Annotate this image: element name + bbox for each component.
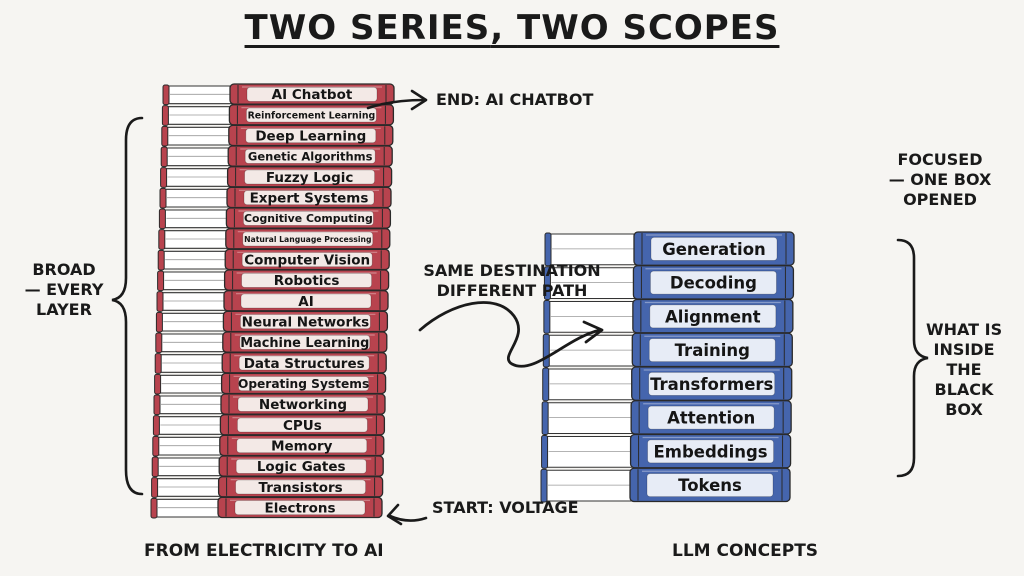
left-stack-book: CPUs bbox=[153, 415, 384, 436]
left-stack-book: Data Structures bbox=[155, 353, 386, 374]
left-stack-book-label: AI bbox=[298, 294, 313, 310]
left-stack-book: AI Chatbot bbox=[163, 84, 394, 105]
left-stack-book: Memory bbox=[153, 435, 384, 456]
left-caption: FROM ELECTRICITY TO AI bbox=[144, 541, 384, 561]
black-box-note-line-1: WHAT IS bbox=[926, 320, 1002, 340]
left-stack-book: AI bbox=[157, 291, 388, 312]
left-stack-book-label: Memory bbox=[271, 439, 333, 455]
black-box-note: WHAT IS INSIDE THE BLACK BOX bbox=[926, 320, 1002, 420]
left-stack-book-label: Neural Networks bbox=[242, 315, 370, 331]
black-box-note-line-3: THE bbox=[926, 360, 1002, 380]
right-stack-book-label: Decoding bbox=[670, 274, 757, 293]
left-stack-book: Transistors bbox=[152, 477, 383, 498]
left-stack-book: Logic Gates bbox=[152, 456, 383, 477]
right-stack-book-label: Training bbox=[675, 341, 750, 360]
right-stack-book-label: Attention bbox=[667, 409, 755, 428]
left-stack-book-label: Networking bbox=[259, 397, 347, 413]
right-stack-book-label: Embeddings bbox=[654, 442, 768, 461]
left-stack-book: Electrons bbox=[151, 497, 382, 518]
left-stack-book-label: Data Structures bbox=[244, 356, 365, 372]
start-arrow bbox=[388, 505, 426, 524]
left-stack-book-label: Natural Language Processing bbox=[244, 235, 371, 244]
left-stack-book: Computer Vision bbox=[158, 249, 389, 270]
left-stack-book: Machine Learning bbox=[156, 332, 387, 353]
left-stack-book-label: Cognitive Computing bbox=[244, 212, 373, 225]
left-stack-book-label: Electrons bbox=[264, 501, 335, 517]
left-stack-book-label: Machine Learning bbox=[240, 336, 369, 351]
right-stack-book: Tokens bbox=[541, 468, 790, 502]
broad-note-line-1: BROAD bbox=[22, 260, 106, 280]
left-stack-book: Networking bbox=[154, 394, 385, 415]
start-note: START: VOLTAGE bbox=[432, 498, 579, 518]
left-stack-book: Fuzzy Logic bbox=[161, 167, 392, 188]
black-box-note-line-5: BOX bbox=[926, 400, 1002, 420]
middle-note-line-2: DIFFERENT PATH bbox=[420, 281, 604, 301]
left-stack-book-label: Operating Systems bbox=[238, 377, 369, 391]
right-stack-book: Attention bbox=[542, 401, 791, 435]
right-stack-book-label: Transformers bbox=[650, 375, 773, 394]
left-stack-book-label: Genetic Algorithms bbox=[248, 149, 373, 163]
right-caption: LLM CONCEPTS bbox=[672, 541, 818, 561]
left-stack-book-label: Reinforcement Learning bbox=[248, 110, 376, 121]
middle-note-line-1: SAME DESTINATION bbox=[420, 261, 604, 281]
left-stack-book: Robotics bbox=[158, 270, 389, 291]
left-stack-book-label: Robotics bbox=[274, 273, 340, 289]
left-brace bbox=[112, 118, 142, 494]
left-stack-book-label: Logic Gates bbox=[257, 459, 346, 475]
right-stack-book: Embeddings bbox=[542, 435, 791, 469]
focused-note-line-2: — ONE BOX bbox=[884, 170, 996, 190]
right-stack-book-label: Alignment bbox=[665, 307, 761, 326]
left-stack-book: Expert Systems bbox=[160, 187, 391, 208]
left-stack-book: Neural Networks bbox=[156, 311, 387, 332]
left-stack-book: Genetic Algorithms bbox=[161, 146, 392, 167]
right-stack-book: Alignment bbox=[544, 300, 793, 334]
right-stack-book-label: Generation bbox=[662, 240, 766, 259]
left-stack-book-label: Transistors bbox=[258, 480, 342, 496]
left-stack-book: Natural Language Processing bbox=[159, 229, 390, 250]
right-stack-book-label: Tokens bbox=[678, 476, 742, 495]
left-stack-book: Operating Systems bbox=[155, 373, 386, 394]
left-stack-book: Cognitive Computing bbox=[159, 208, 390, 229]
left-stack-book: Reinforcement Learning bbox=[162, 105, 393, 126]
broad-note: BROAD — EVERY LAYER bbox=[22, 260, 106, 320]
end-note: END: AI CHATBOT bbox=[436, 90, 593, 110]
focused-note-line-1: FOCUSED bbox=[884, 150, 996, 170]
broad-note-line-2: — EVERY bbox=[22, 280, 106, 300]
focused-note-line-3: OPENED bbox=[884, 190, 996, 210]
black-box-note-line-2: INSIDE bbox=[926, 340, 1002, 360]
black-box-note-line-4: BLACK bbox=[926, 380, 1002, 400]
left-stack-book: Deep Learning bbox=[162, 125, 393, 146]
middle-note: SAME DESTINATION DIFFERENT PATH bbox=[420, 261, 604, 301]
left-stack-book-label: CPUs bbox=[283, 418, 322, 434]
left-stack-book-label: Computer Vision bbox=[244, 253, 370, 269]
broad-note-line-3: LAYER bbox=[22, 300, 106, 320]
left-stack-book-label: Fuzzy Logic bbox=[266, 170, 354, 186]
left-stack-book-label: Deep Learning bbox=[255, 129, 366, 145]
right-brace bbox=[898, 240, 928, 476]
focused-note: FOCUSED — ONE BOX OPENED bbox=[884, 150, 996, 210]
right-stack-book: Transformers bbox=[543, 367, 792, 401]
left-stack-book-label: AI Chatbot bbox=[272, 87, 353, 103]
left-stack-book-label: Expert Systems bbox=[250, 191, 369, 207]
